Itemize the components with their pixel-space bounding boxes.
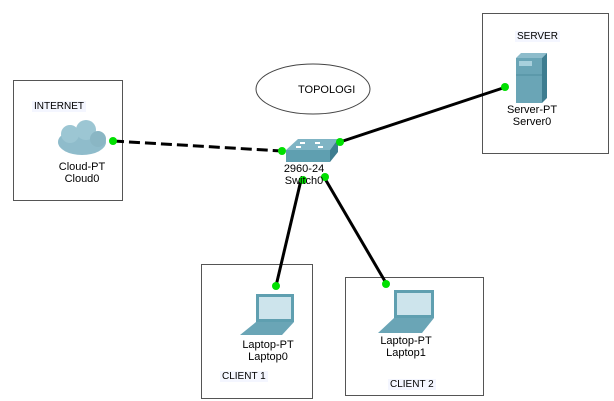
link-cloud-switch [112,139,283,153]
server-icon [516,53,547,103]
link-switch-server [339,85,507,144]
topology-title: TOPOLOGI [298,84,356,96]
client1-area [201,264,313,399]
laptop1-device[interactable]: Laptop-PT Laptop1 [374,335,438,359]
link-switch-laptop1 [322,176,388,284]
switch-device[interactable]: 2960-24 Switch0 [272,163,336,187]
client2-label: CLIENT 2 [388,379,436,390]
port-indicators [109,83,509,290]
laptop1-icon [378,290,434,333]
switch-model: 2960-24 [283,163,325,175]
server-device[interactable]: Server-PT Server0 [500,104,564,128]
laptop1-name: Laptop1 [386,347,426,359]
laptop0-device[interactable]: Laptop-PT Laptop0 [236,339,300,363]
client2-area [345,277,484,396]
server-area [482,13,609,154]
switch-icon [286,139,338,162]
topology-ellipse [255,63,371,115]
laptop0-model: Laptop-PT [242,339,294,351]
cloud-icon [58,120,106,155]
server-model: Server-PT [506,104,558,116]
switch-name: Switch0 [284,175,324,187]
laptop1-model: Laptop-PT [380,335,432,347]
server-name: Server0 [512,116,552,128]
laptop0-name: Laptop0 [248,351,288,363]
laptop0-icon [240,294,294,335]
cloud-name: Cloud0 [64,173,100,185]
client1-label: CLIENT 1 [220,371,268,382]
server-label: SERVER [515,31,560,42]
cloud-model: Cloud-PT [58,161,106,173]
cloud-device[interactable]: Cloud-PT Cloud0 [52,161,112,185]
internet-label: INTERNET [32,101,86,112]
link-switch-laptop0 [274,179,303,287]
